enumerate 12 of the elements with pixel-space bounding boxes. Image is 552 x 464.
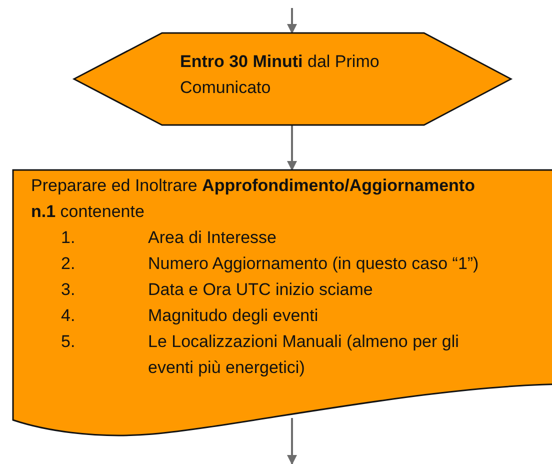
preparation-hexagon (74, 33, 511, 125)
step-text: Entro 30 Minuti dal Primo Comunicato (180, 51, 380, 99)
list-item: 1. Area di Interesse (61, 227, 278, 249)
arrow (287, 125, 297, 171)
list-item: 3. Data e Ora UTC inizio sciame (61, 279, 374, 301)
list-item: 5. Le Localizzazioni Manuali (almeno per gli eventi più energetici) (61, 331, 460, 379)
arrow (287, 8, 297, 34)
arrow (287, 418, 297, 464)
list-item: 2. Numero Aggiornamento (in questo caso “1”) (61, 253, 480, 275)
document-shape (13, 170, 552, 436)
heading-text: Preparare ed Inoltrare Approfondimento/Aggiornamento n.1 contenente (31, 175, 476, 223)
list-item: 4. Magnitudo degli eventi (61, 305, 320, 327)
